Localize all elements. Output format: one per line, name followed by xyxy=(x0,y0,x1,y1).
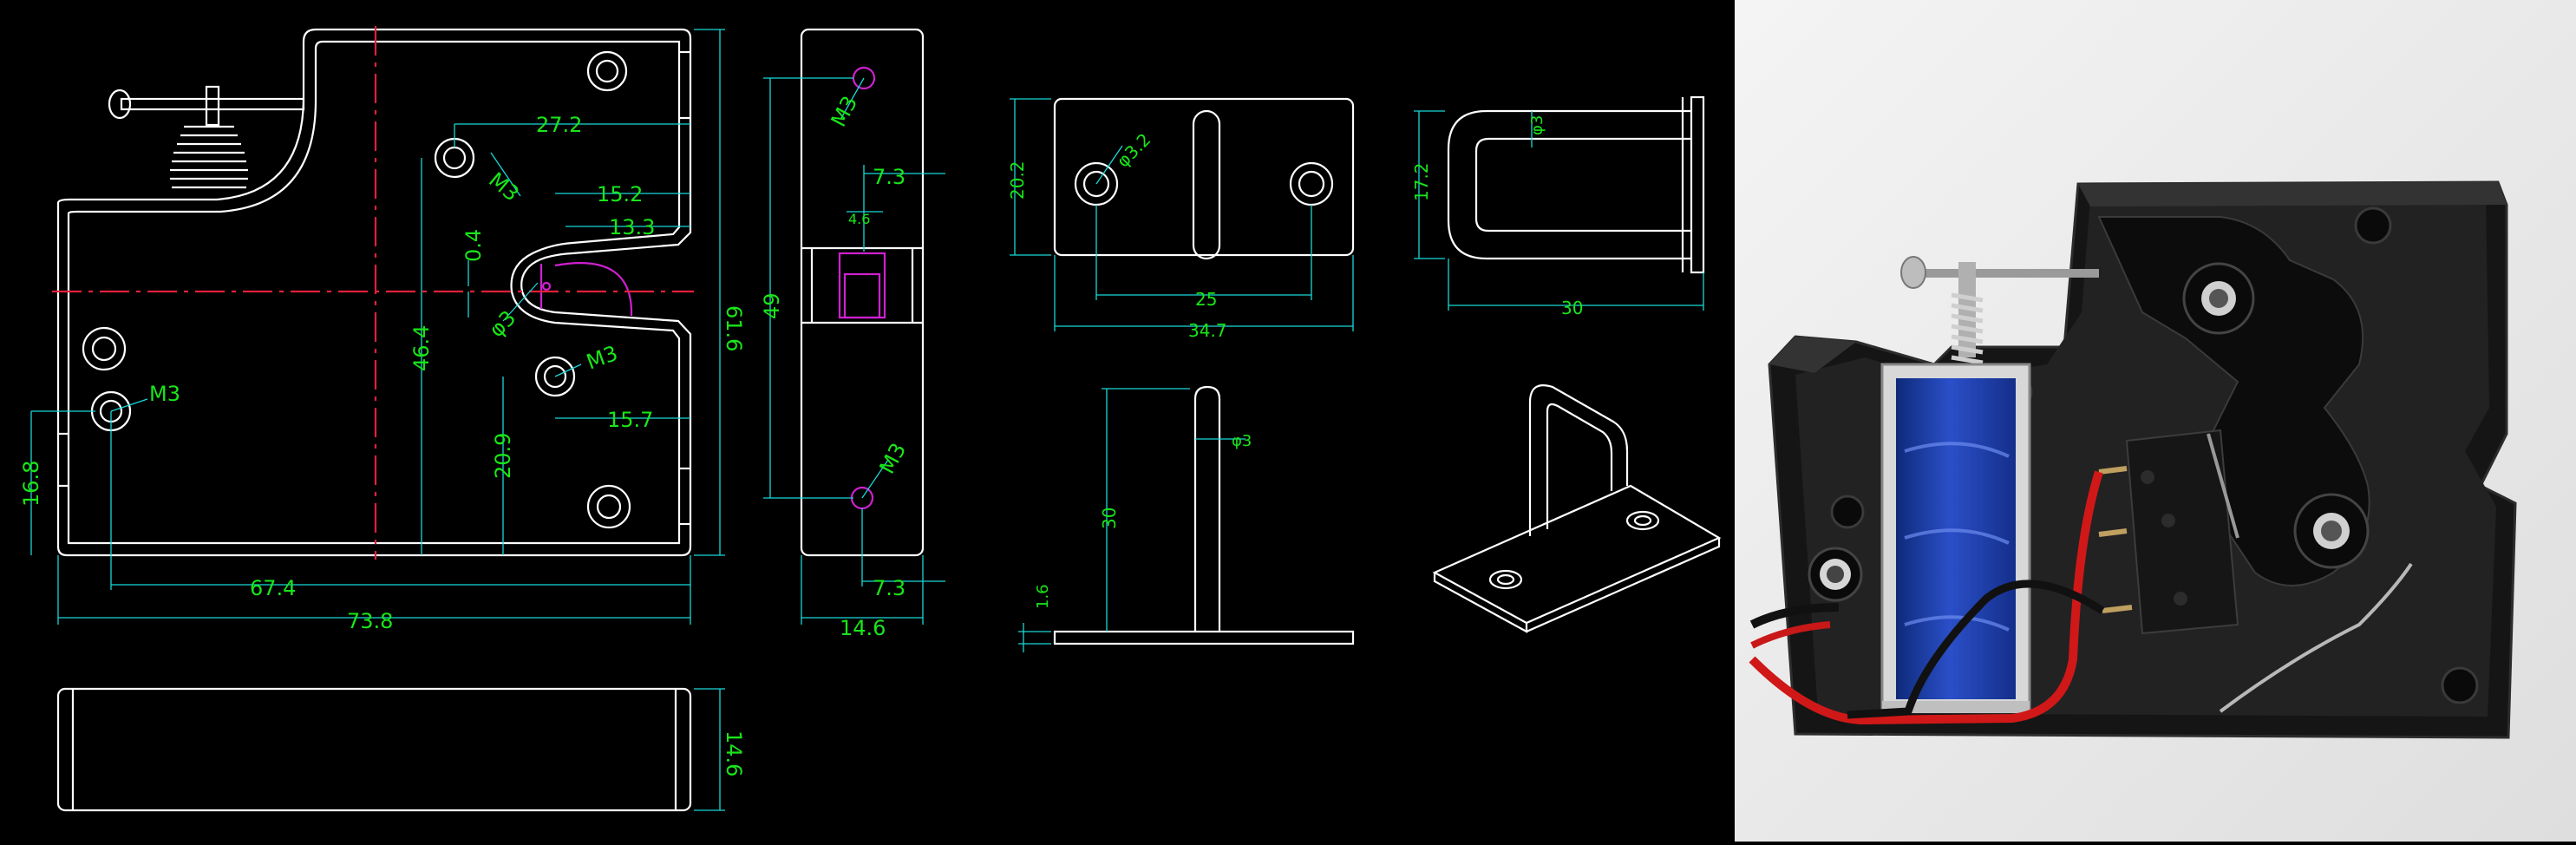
label-m3-mid: M3 xyxy=(583,341,620,375)
staple-isometric xyxy=(1432,384,1722,633)
dim-bottom-14-6: 14.6 xyxy=(722,730,746,776)
dim-staple-side-1-6: 1.6 xyxy=(1034,584,1052,609)
dim-side-7-3-bottom: 7.3 xyxy=(873,576,906,600)
bottom-view: 14.6 xyxy=(56,687,746,812)
dim-67-4: 67.4 xyxy=(250,576,296,600)
dim-side-7-3-top: 7.3 xyxy=(873,165,906,189)
dim-20-9: 20.9 xyxy=(491,433,515,479)
dim-side-14-6: 14.6 xyxy=(840,616,886,640)
side-view: 7.3 49 7.3 14.6 4.6 M3 M3 xyxy=(760,28,945,640)
dim-27-2: 27.2 xyxy=(536,113,582,137)
dim-15-2: 15.2 xyxy=(597,182,643,206)
label-slot-phi3: φ3 xyxy=(484,305,520,342)
dim-46-4: 46.4 xyxy=(409,325,434,371)
dim-plate-34-7: 34.7 xyxy=(1188,320,1227,341)
main-front-view: 27.2 15.2 13.3 0.4 46.4 20.9 15.7 16.8 6… xyxy=(19,26,746,633)
dim-staple-side-30: 30 xyxy=(1099,508,1120,529)
dim-staple-phi3: φ3 xyxy=(1528,115,1546,135)
staple-top-view: 17.2 30 φ3 xyxy=(1411,95,1705,318)
dim-plate-25: 25 xyxy=(1195,289,1217,310)
dim-13-3: 13.3 xyxy=(609,215,655,239)
dim-side-4-6: 4.6 xyxy=(848,211,870,227)
product-photo xyxy=(1735,0,2576,842)
label-m3-left: M3 xyxy=(149,382,180,406)
dim-15-7: 15.7 xyxy=(607,408,653,432)
label-m3-top: M3 xyxy=(484,167,524,206)
dim-staple-30: 30 xyxy=(1561,298,1583,318)
technical-drawing: 27.2 15.2 13.3 0.4 46.4 20.9 15.7 16.8 6… xyxy=(19,26,1722,812)
dim-staple-17-2: 17.2 xyxy=(1411,162,1432,201)
dim-16-8: 16.8 xyxy=(19,461,43,507)
staple-side-view: 30 1.6 φ3 xyxy=(1018,385,1355,652)
label-plate-hole: φ3.2 xyxy=(1113,129,1155,172)
dim-staple-side-phi3: φ3 xyxy=(1232,432,1252,450)
dim-plate-20-2: 20.2 xyxy=(1007,160,1028,200)
dim-0-4: 0.4 xyxy=(461,229,486,262)
dim-61-6: 61.6 xyxy=(722,305,746,351)
dim-side-49: 49 xyxy=(760,292,784,319)
label-side-m3-top: M3 xyxy=(827,92,863,131)
plate-view: 20.2 25 34.7 φ3.2 xyxy=(1007,97,1355,341)
dim-73-8: 73.8 xyxy=(347,609,393,633)
